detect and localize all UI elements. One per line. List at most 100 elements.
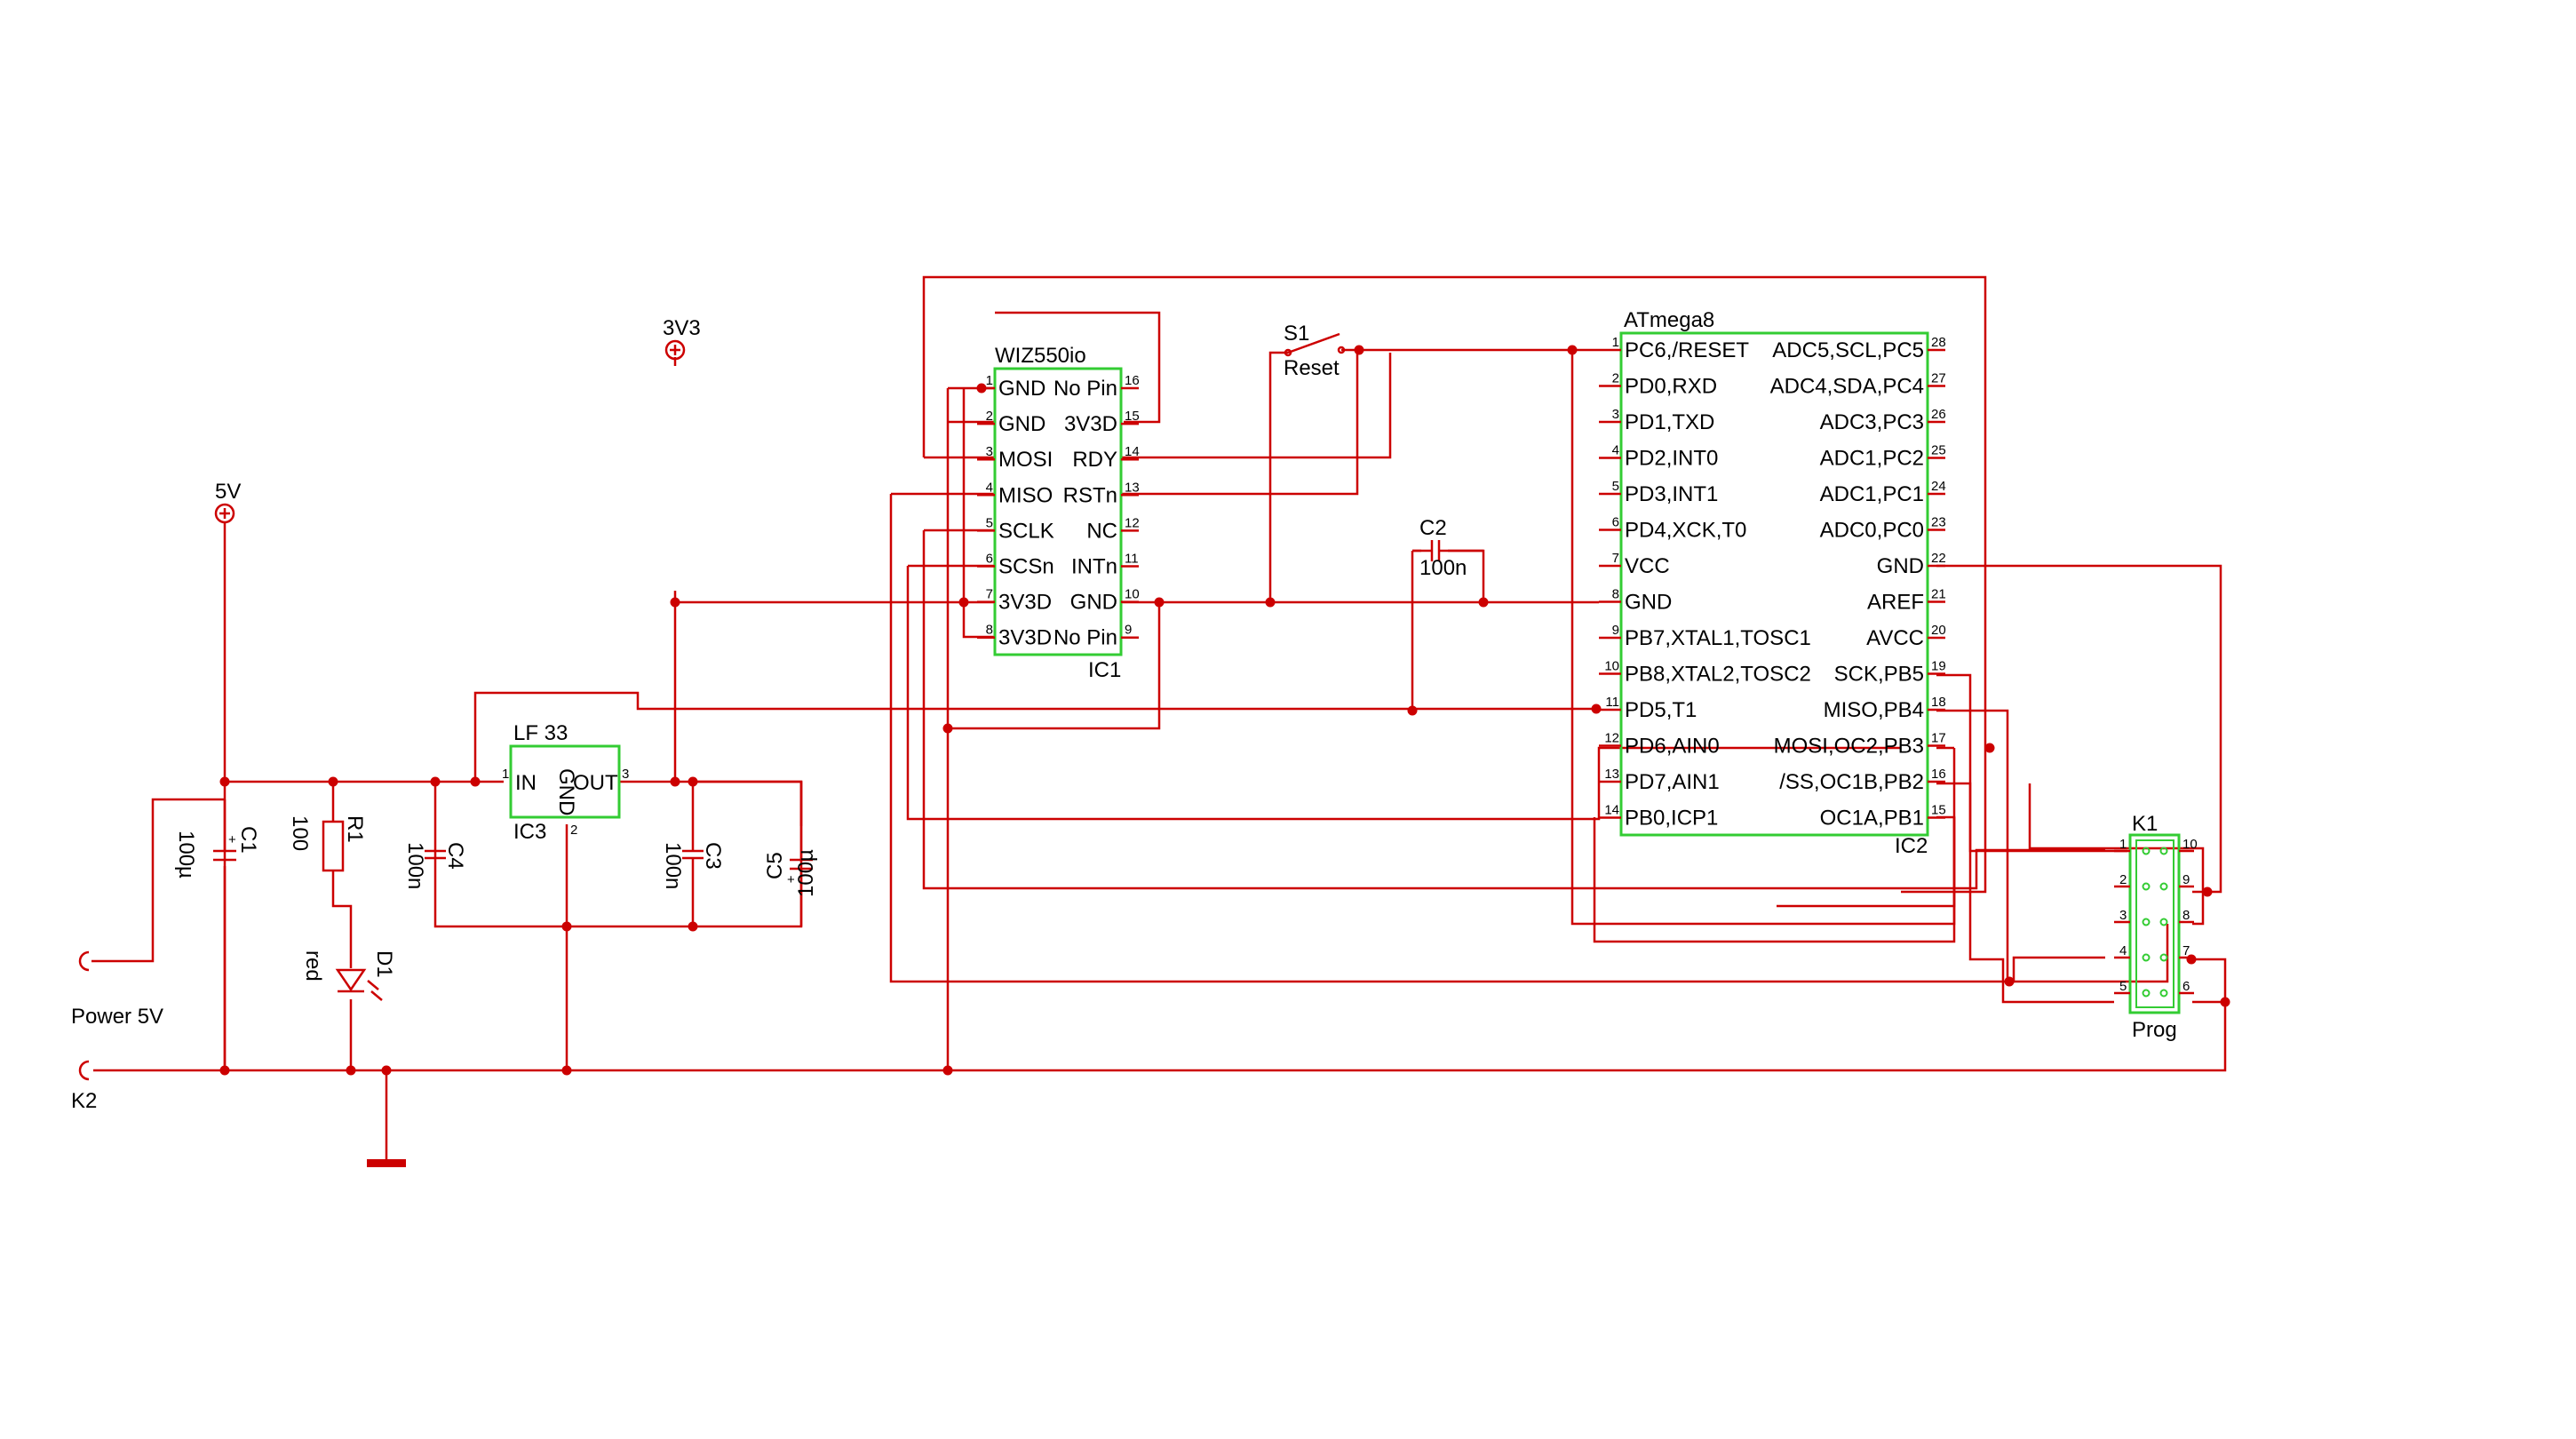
capacitor-c5: + C5 100µ xyxy=(693,780,818,926)
ic2-pin-9: 9 PB7,XTAL1,TOSC1 xyxy=(1599,623,1811,650)
ic2-pin-num: 14 xyxy=(1604,803,1619,818)
ground-symbol xyxy=(367,1070,406,1167)
ic2-pin-label: PB7,XTAL1,TOSC1 xyxy=(1625,626,1811,650)
ic2-pin-num: 15 xyxy=(1931,803,1946,818)
c4-ref: C4 xyxy=(443,842,467,870)
power-3v3-label: 3V3 xyxy=(663,316,701,340)
ic2-pin-label: OC1A,PB1 xyxy=(1820,807,1924,831)
ic2-pin-num: 16 xyxy=(1931,767,1946,782)
ic1-pin-13: 13 RSTn xyxy=(1063,480,1140,507)
ic2-pin-label: PD5,T1 xyxy=(1625,698,1697,722)
ic2-pin-label: ADC1,PC1 xyxy=(1820,482,1924,506)
resistor-r1: R1 100 xyxy=(288,815,367,872)
ic2-pin-num: 20 xyxy=(1931,623,1946,638)
k1-pin-5 xyxy=(2142,989,2151,998)
ic2-pin-num: 2 xyxy=(1612,371,1619,386)
capacitor-c3: C3 100n xyxy=(661,782,725,926)
ic1-pin-label: No Pin xyxy=(1053,377,1117,401)
k1-pin-9 xyxy=(2159,882,2168,891)
ic2-pin-label: AVCC xyxy=(1866,626,1924,650)
ic1-pin-num: 7 xyxy=(986,587,993,602)
c2-value: 100n xyxy=(1419,556,1467,580)
k1-pin-num: 8 xyxy=(2182,908,2190,923)
ic2-pin-label: MOSI,OC2,PB3 xyxy=(1774,735,1924,759)
k1-label: Prog xyxy=(2132,1018,2177,1042)
ic2-pin-num: 13 xyxy=(1604,767,1619,782)
ic1-pin-num: 2 xyxy=(986,409,993,424)
ic1-pin-label: MOSI xyxy=(998,448,1053,472)
ic2-pin-label: MISO,PB4 xyxy=(1824,698,1924,722)
k1-pin-num: 3 xyxy=(2119,908,2127,923)
ic2-pin-num: 9 xyxy=(1612,623,1619,638)
d1-ref: D1 xyxy=(372,950,396,978)
ic3-name: LF 33 xyxy=(513,721,568,745)
k1-pin-8 xyxy=(2159,918,2168,926)
ic2-name: ATmega8 xyxy=(1624,308,1714,332)
ic1-pin-label: 3V3D xyxy=(998,626,1052,650)
k2-connector: Power 5V K2 xyxy=(71,950,163,1113)
ic2-pin-22: 22 GND xyxy=(1877,551,1946,578)
power-3v3-symbol: 3V3 xyxy=(663,316,701,361)
svg-text:3: 3 xyxy=(622,767,629,782)
ic2-pin-label: GND xyxy=(1877,554,1924,578)
ic2-pin-num: 10 xyxy=(1604,659,1619,674)
ic2-pin-num: 21 xyxy=(1931,587,1946,602)
svg-text:+: + xyxy=(787,872,795,887)
ic1-ref: IC1 xyxy=(1088,658,1121,682)
ic1-pin-label: GND xyxy=(1070,591,1117,615)
ic2-pin-num: 1 xyxy=(1612,335,1619,350)
ic1-pin-label: RSTn xyxy=(1063,483,1117,507)
ic1-pin-num: 4 xyxy=(986,480,993,495)
ic2-pin-label: PD0,RXD xyxy=(1625,375,1717,399)
ic3-ref: IC3 xyxy=(513,820,546,844)
c2-ref: C2 xyxy=(1419,516,1447,540)
ic1-name: WIZ550io xyxy=(995,344,1086,368)
svg-text:2: 2 xyxy=(570,823,577,838)
ic2-pin-label: PD1,TXD xyxy=(1625,410,1714,434)
ic2-pin-20: 20 AVCC xyxy=(1866,623,1946,650)
ic3-gnd-label: GND xyxy=(554,768,578,815)
ic2-pin-num: 4 xyxy=(1612,443,1619,458)
capacitor-c4: C4 100n xyxy=(403,842,467,889)
ic2-pin-num: 3 xyxy=(1612,407,1619,422)
ic1-pin-num: 14 xyxy=(1125,444,1140,459)
ic2-pin-label: ADC0,PC0 xyxy=(1820,519,1924,543)
ic1-pin-label: 3V3D xyxy=(1064,412,1117,436)
ic1-pin-label: GND xyxy=(998,377,1046,401)
k1-pin-num: 5 xyxy=(2119,979,2127,994)
ic1-pin-label: NC xyxy=(1086,519,1117,543)
c3-ref: C3 xyxy=(701,842,725,870)
k1-pin-num: 2 xyxy=(2119,872,2127,887)
ic2-pin-num: 22 xyxy=(1931,551,1946,566)
ic2-pin-num: 12 xyxy=(1604,731,1619,746)
k1-ref: K1 xyxy=(2132,812,2158,836)
ic2-pin-label: PB0,ICP1 xyxy=(1625,807,1718,831)
ic1-pin-label: INTn xyxy=(1071,555,1117,579)
ic1-pin-num: 13 xyxy=(1125,480,1140,495)
c5-value: 100µ xyxy=(794,849,818,897)
